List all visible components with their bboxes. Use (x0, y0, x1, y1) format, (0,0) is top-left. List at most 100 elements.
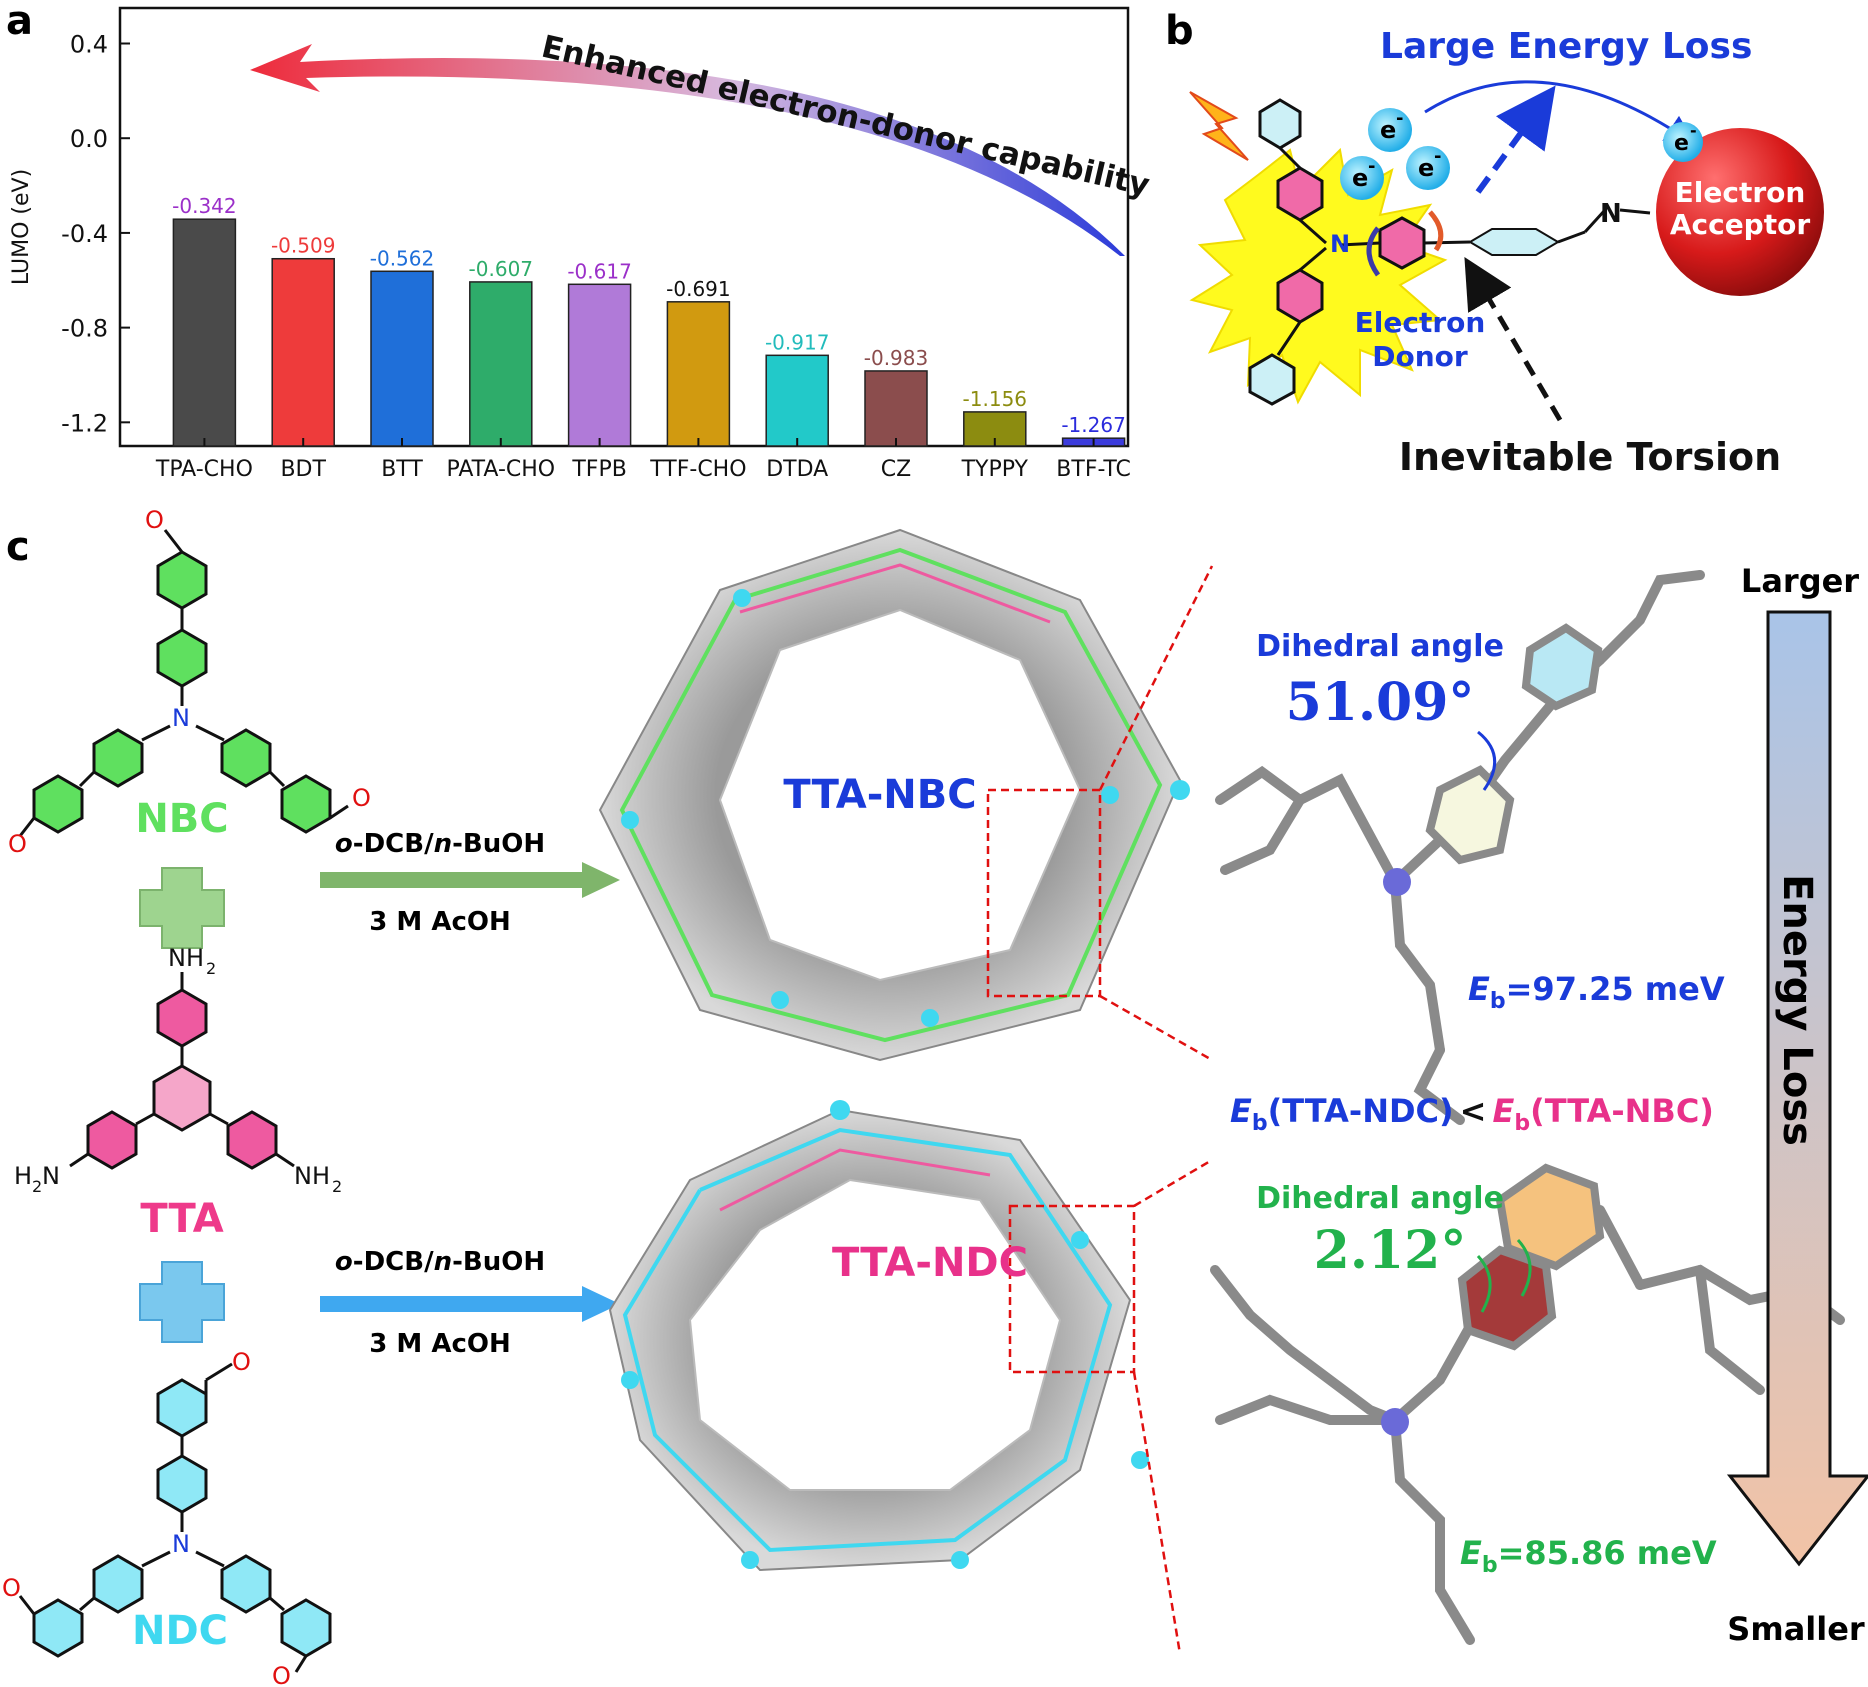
torsion-arrow-right (1428, 210, 1444, 252)
donor-phenyl-rings (1248, 98, 1651, 406)
y-tick-label: 0.4 (70, 31, 108, 59)
nbc-dihedral-label: Dihedral angle (1256, 629, 1504, 664)
y-tick-label: 0.0 (70, 125, 108, 153)
cond-top-n: n (434, 829, 453, 859)
ndc-dihedral-angle: 2.12° (1314, 1220, 1467, 1281)
nbc-eb-sub: b (1490, 989, 1506, 1014)
svg-text:o-DCB/n-BuOH: o-DCB/n-BuOH (335, 829, 545, 859)
x-category-label: BDT (280, 457, 326, 482)
x-category-label: DTDA (766, 457, 828, 482)
nbc-eb-value: =97.25 meV (1506, 970, 1725, 1008)
imine-nitrogen: N (1600, 199, 1622, 229)
bar-dtda (765, 354, 829, 447)
tta-ndc-label: TTA-NDC (832, 1240, 1028, 1286)
nbc-aldehyde-o-right: O (352, 784, 371, 812)
ndc-eb-symbol: E (1460, 1534, 1482, 1572)
bar-tpa-cho (172, 218, 237, 447)
cond-bottom-buoh: -BuOH (452, 1247, 545, 1277)
reaction-conditions-top: o-DCB/n-BuOH 3 M AcOH (320, 829, 620, 937)
electron-label-1: e (1380, 116, 1396, 144)
y-axis-label: LUMO (eV) (9, 169, 34, 285)
scale-top-label: Larger (1741, 562, 1859, 600)
ndc-torsion-arrow (1476, 1254, 1492, 1313)
energy-loss-arrow-gradient (1726, 610, 1868, 1567)
scale-axis-label: Energy Loss (1774, 874, 1820, 1146)
plus-icon-green (139, 867, 225, 949)
electron-2 (1340, 156, 1384, 200)
ndc-eb-sub: b (1482, 1553, 1498, 1578)
x-category-label: TFPB (571, 457, 626, 482)
nbc-model-nitrogen (1383, 868, 1411, 896)
tta-ndc-framework (608, 1100, 1213, 1655)
electron-1 (1368, 108, 1412, 152)
electron-3 (1406, 146, 1450, 190)
ndc-zoom-box (1008, 1204, 1136, 1374)
bar-value-label: -0.983 (864, 346, 928, 370)
bar-cz (864, 370, 928, 447)
reaction-arrow-blue (320, 1286, 620, 1322)
lightning-bolt-icon (1189, 91, 1249, 161)
x-category-label: TTF-CHO (649, 457, 746, 482)
y-tick-label: -0.8 (61, 315, 108, 343)
electron-label-3: e (1418, 154, 1434, 182)
tta-nbc-label: TTA-NBC (783, 772, 976, 818)
ndc-label: NDC (132, 1608, 228, 1654)
x-category-label: TPA-CHO (155, 457, 253, 482)
ndc-model-nitrogen (1381, 1408, 1409, 1436)
cmp-eb1-value: (TTA-NDC) (1268, 1092, 1454, 1130)
electron-acceptor-sphere (1656, 128, 1824, 296)
ndc-dihedral-model (1210, 1163, 1845, 1645)
ndc-aldehyde-o-left: O (2, 1574, 21, 1602)
bar-value-label: -1.267 (1061, 413, 1125, 437)
bar-value-label: -0.342 (172, 194, 236, 218)
nbc-dihedral-model (1215, 570, 1705, 1125)
donor-label-line2: Donor (1372, 340, 1468, 373)
cond-bottom-acid: 3 M AcOH (369, 1329, 510, 1359)
bar-tfpb (567, 283, 632, 447)
y-tick-label: -1.2 (61, 409, 108, 437)
scale-bottom-label: Smaller (1727, 1610, 1865, 1648)
bar-value-label: -0.562 (370, 246, 434, 270)
acceptor-electron (1663, 122, 1703, 162)
nbc-torsion-arrow (1477, 730, 1497, 791)
bar-value-label: -0.607 (469, 257, 533, 281)
plus-icon-blue (139, 1261, 225, 1343)
ndc-aldehyde-o-top: O (232, 1348, 251, 1376)
bar-value-label: -1.156 (963, 387, 1027, 411)
bar-value-label: -0.917 (765, 330, 829, 354)
cmp-less-than: < (1460, 1092, 1487, 1130)
ndc-eb-value: =85.86 meV (1498, 1534, 1717, 1572)
x-category-label: BTF-TC (1056, 457, 1131, 482)
cond-top-buoh: -BuOH (452, 829, 545, 859)
cond-bottom-n: n (434, 1247, 453, 1277)
nbc-zoom-box (986, 788, 1102, 998)
cmp-eb2-symbol: E (1492, 1092, 1514, 1130)
ndc-dihedral-label: Dihedral angle (1256, 1181, 1504, 1216)
electron-group: e e e - - - (1340, 108, 1450, 200)
x-category-label: PATA-CHO (446, 457, 555, 482)
x-category-label: BTT (381, 457, 423, 482)
x-category-label: CZ (881, 457, 911, 482)
bar-bdt (271, 257, 335, 447)
tta-amine-top-sub: 2 (206, 959, 216, 978)
electron-charge-1: - (1396, 108, 1403, 129)
nbc-eb-symbol: E (1468, 970, 1490, 1008)
panel-label-b: b (1165, 8, 1194, 54)
acceptor-label-line2: Acceptor (1670, 208, 1811, 241)
reaction-arrow-green (320, 862, 620, 898)
nbc-structure: O N O O (8, 506, 371, 858)
energy-loss-title: Large Energy Loss (1380, 26, 1752, 67)
nbc-label: NBC (135, 796, 228, 842)
tta-nbc-framework (598, 528, 1214, 1062)
nbc-binding-energy: Eb=97.25 meV (1468, 970, 1725, 1014)
panel-label-c: c (6, 524, 30, 570)
ndc-torsion-arrow-2 (1516, 1238, 1532, 1297)
bar-pata-cho (469, 281, 533, 447)
acceptor-electron-charge: - (1690, 121, 1697, 140)
electron-charge-3: - (1434, 146, 1441, 167)
cmp-eb1-sub: b (1252, 1111, 1268, 1136)
cmp-eb2-value: (TTA-NBC) (1530, 1092, 1714, 1130)
energy-loss-scale: Larger Energy Loss Smaller (1726, 562, 1868, 1648)
torsion-arrow-left (1366, 226, 1381, 277)
